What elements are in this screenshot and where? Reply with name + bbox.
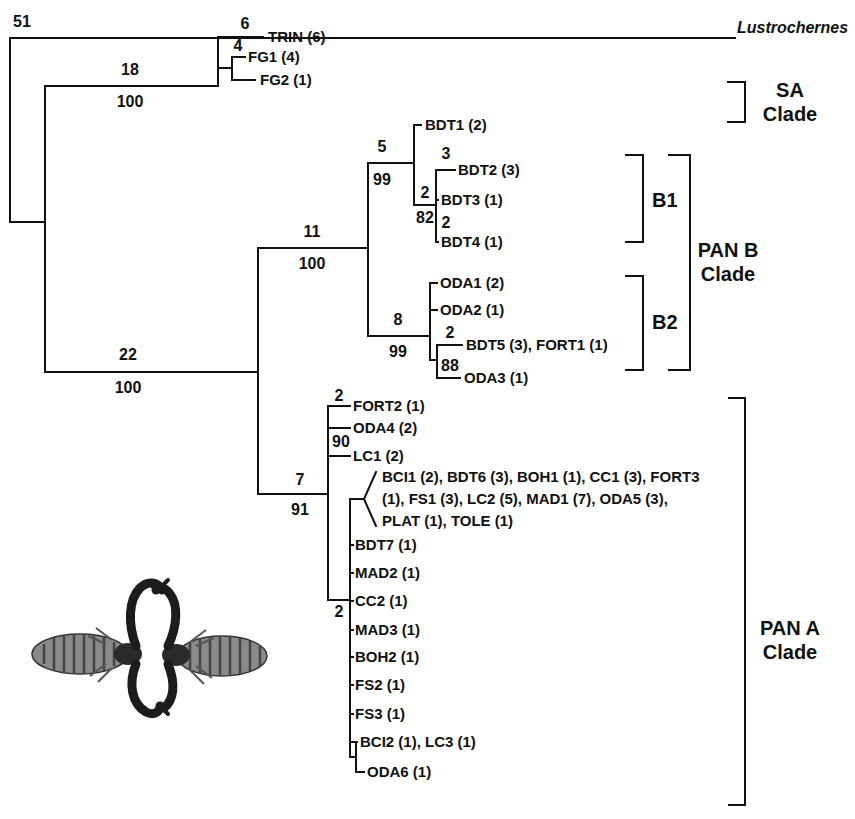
branch-value: 90 <box>332 433 350 451</box>
branch-value: 51 <box>13 13 31 31</box>
taxon-label: BDT5 (3), FORT1 (1) <box>466 336 608 353</box>
branch-value: 6 <box>241 15 250 33</box>
taxon-label: BDT4 (1) <box>441 233 503 250</box>
taxon-label: FG1 (4) <box>248 48 300 65</box>
root-branches <box>10 38 735 372</box>
branch-value: 2 <box>442 214 451 232</box>
clade-label: PAN B Clade <box>692 238 764 286</box>
branch-value: 2 <box>335 387 344 405</box>
branch-value: 7 <box>296 471 305 489</box>
taxon-label: BCI2 (1), LC3 (1) <box>360 733 476 750</box>
pseudoscorpion-illustration <box>32 580 267 714</box>
branch-value: 100 <box>117 93 144 111</box>
clade-bracket <box>728 398 745 805</box>
taxon-label: TRIN (6) <box>268 28 326 45</box>
taxon-group-label: BCI1 (2), BDT6 (3), BOH1 (1), CC1 (3), F… <box>382 466 702 532</box>
outgroup-label: Lustrochernes <box>737 19 848 37</box>
taxon-label: LC1 (2) <box>353 447 404 464</box>
clade-label: SA Clade <box>754 78 826 126</box>
branch-value: 3 <box>442 145 451 163</box>
b1-branches <box>368 125 455 242</box>
taxon-label: ODA3 (1) <box>464 369 528 386</box>
taxon-label: ODA4 (2) <box>353 419 417 436</box>
branch-value: 100 <box>299 255 326 273</box>
taxon-label: BOH2 (1) <box>355 648 419 665</box>
clade-bracket <box>668 155 690 370</box>
taxon-label: FS2 (1) <box>355 676 405 693</box>
taxon-label: BDT7 (1) <box>355 536 417 553</box>
b2-branches <box>368 283 462 378</box>
taxon-label: FORT2 (1) <box>353 397 425 414</box>
branch-value: 2 <box>446 324 455 342</box>
branch-value: 22 <box>119 346 137 364</box>
taxon-label: ODA1 (2) <box>440 274 504 291</box>
taxon-label: BDT3 (1) <box>441 191 503 208</box>
sa-clade-branches <box>45 37 263 86</box>
branch-value: 82 <box>416 209 434 227</box>
taxon-label: BDT2 (3) <box>458 161 520 178</box>
branch-value: 91 <box>291 501 309 519</box>
branch-value: 5 <box>378 138 387 156</box>
pan-b-branches <box>258 163 368 336</box>
clade-label: B2 <box>652 310 678 334</box>
branch-value: 2 <box>335 603 344 621</box>
branch-value: 4 <box>234 37 243 55</box>
clade-bracket <box>727 82 745 122</box>
clade-label: B1 <box>652 188 678 212</box>
branch-value: 18 <box>121 61 139 79</box>
branch-value: 100 <box>115 379 142 397</box>
branch-value: 8 <box>394 311 403 329</box>
taxon-label: ODA6 (1) <box>367 763 431 780</box>
taxon-label: MAD2 (1) <box>355 564 420 581</box>
taxon-label: ODA2 (1) <box>440 301 504 318</box>
branch-value: 99 <box>389 343 407 361</box>
taxon-label: CC2 (1) <box>355 592 408 609</box>
taxon-label: FG2 (1) <box>260 71 312 88</box>
taxon-label: FS3 (1) <box>355 705 405 722</box>
ingroup-branches <box>45 248 258 494</box>
taxon-label: BDT1 (2) <box>425 116 487 133</box>
branch-value: 2 <box>421 184 430 202</box>
branch-value: 88 <box>441 357 459 375</box>
branch-value: 99 <box>373 171 391 189</box>
clade-label: PAN A Clade <box>754 616 826 664</box>
clade-bracket <box>625 155 643 242</box>
taxon-label: MAD3 (1) <box>355 621 420 638</box>
clade-bracket <box>625 276 643 370</box>
branch-value: 11 <box>304 223 321 241</box>
